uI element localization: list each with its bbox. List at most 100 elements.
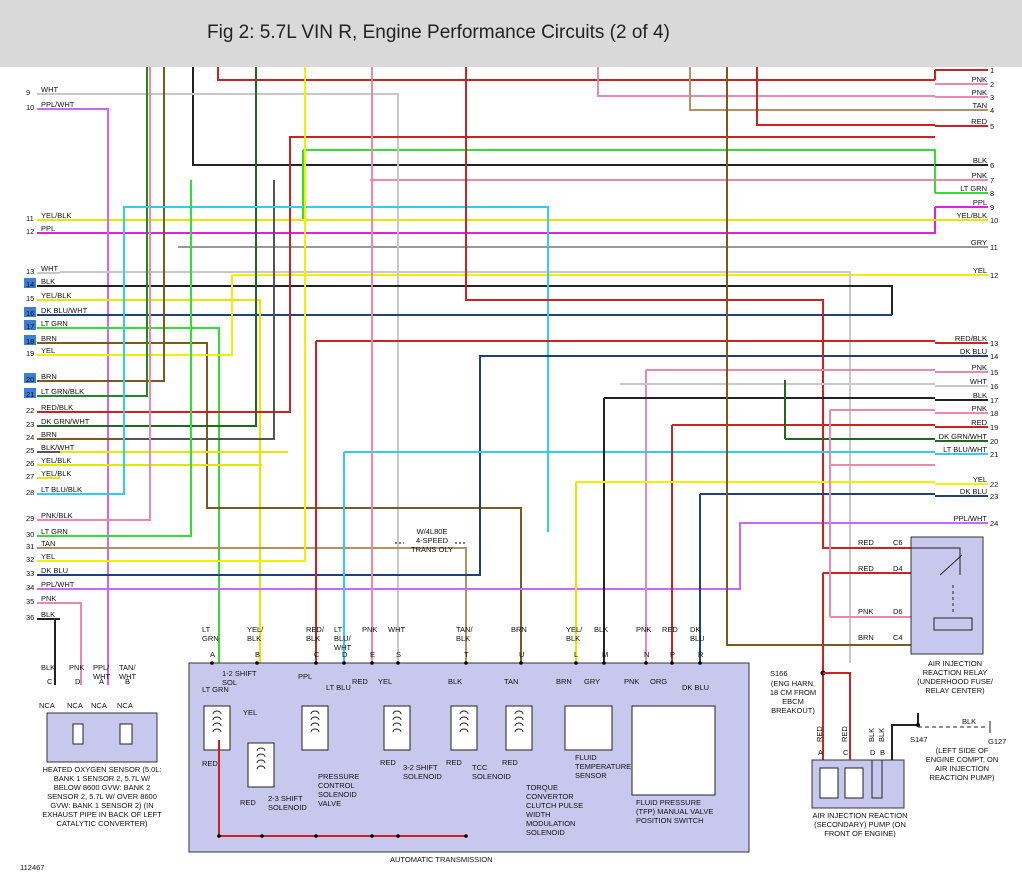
right-pin-number: 14	[990, 352, 998, 361]
trans-pin-dot	[602, 661, 606, 665]
left-pin-number: 15	[26, 294, 34, 303]
pin-highlight	[24, 307, 36, 317]
left-pin-number: 33	[26, 569, 34, 578]
pin-highlight	[24, 388, 36, 398]
relay-box	[910, 536, 984, 655]
left-pin-label: DK BLU	[41, 566, 68, 575]
tccpwm-coil-winding	[514, 716, 524, 721]
inner-red-label: RED	[202, 759, 218, 768]
right-pin-number: 16	[990, 382, 998, 391]
right-pin-label: DK GRN/WHT	[939, 432, 988, 441]
left-pin-number: 34	[26, 583, 34, 592]
right-pin-number: 17	[990, 396, 998, 405]
trans-pin-T: T	[464, 650, 469, 659]
inner-wire-label: YEL	[378, 677, 392, 686]
trans-pin-dot	[574, 661, 578, 665]
wire-l18	[60, 342, 522, 663]
left-pin-number: 10	[26, 103, 34, 112]
trans-wire-label: RED	[662, 625, 678, 634]
ground-splice-dot	[916, 723, 920, 727]
left-pin-label: YEL/BLK	[41, 456, 71, 465]
left-pin-number: 36	[26, 613, 34, 622]
left-pin-label: WHT	[41, 85, 58, 94]
pin-highlight	[24, 320, 36, 330]
wire-r4	[689, 67, 935, 111]
pump-pin-D: D	[870, 748, 876, 757]
shift23-coil-winding	[256, 765, 266, 770]
title-bar: Fig 2: 5.7L VIN R, Engine Performance Ci…	[0, 0, 1022, 67]
wire-l35	[60, 602, 82, 685]
bus-splice	[260, 834, 264, 838]
trans-wire-label: YEL/BLK	[247, 625, 264, 643]
left-pin-number: 28	[26, 488, 34, 497]
right-pin-number: 1	[990, 66, 994, 75]
left-pin-number: 24	[26, 433, 34, 442]
ground-splice-id: S147	[910, 735, 928, 744]
left-pin-number: 17	[26, 322, 34, 331]
bus-splice	[370, 834, 374, 838]
tcc-coil-winding	[459, 710, 469, 715]
wire-relay-c4	[726, 67, 911, 646]
right-pin-number: 19	[990, 423, 998, 432]
relay-pin-D4: D4	[893, 564, 903, 573]
figure-id: 112467	[20, 863, 44, 872]
trans-pin-dot	[255, 661, 259, 665]
pump-wire-label: RED	[815, 726, 824, 742]
right-pin-label: YEL	[973, 475, 987, 484]
trans-wire-label: WHT	[388, 625, 405, 634]
pcv-coil	[301, 705, 329, 751]
inner-wire-label: TAN	[504, 677, 518, 686]
relay-coil	[933, 617, 973, 631]
pin-highlight	[24, 278, 36, 288]
left-pin-label: TAN	[41, 539, 55, 548]
left-pin-number: 29	[26, 514, 34, 523]
trans-wire-label: YEL/BLK	[566, 625, 583, 643]
trans-pin-U: U	[519, 650, 524, 659]
right-pin-number: 2	[990, 80, 994, 89]
tccpwm-coil-winding	[514, 722, 524, 727]
o2-wire-label: TAN/WHT	[119, 663, 136, 681]
inner-wire-label: BRN	[556, 677, 572, 686]
pin-highlight	[24, 373, 36, 383]
pin-highlight	[24, 335, 36, 345]
trans-wire-label: TAN/BLK	[456, 625, 473, 643]
wire-l17	[60, 327, 220, 663]
left-pin-label: LT GRN/BLK	[41, 387, 84, 396]
trans-pin-B: B	[255, 650, 260, 659]
left-pin-label: YEL/BLK	[41, 469, 71, 478]
right-pin-number: 13	[990, 339, 998, 348]
left-pin-number: 25	[26, 446, 34, 455]
left-pin-label: YEL	[41, 552, 55, 561]
relay-pin-C6: C6	[893, 538, 903, 547]
left-pin-label: LT GRN	[41, 527, 68, 536]
inner-wire-label: BLK	[448, 677, 462, 686]
right-pin-number: 15	[990, 368, 998, 377]
bus-splice	[314, 834, 318, 838]
tcc-coil-winding	[459, 722, 469, 727]
left-pin-label: RED/BLK	[41, 403, 73, 412]
o2-sensor-element	[119, 723, 133, 745]
trans-pin-E: E	[370, 650, 375, 659]
right-pin-number: 24	[990, 519, 998, 528]
right-pin-label: PNK	[972, 75, 987, 84]
o2-nca-label: NCA	[91, 701, 107, 710]
right-pin-label: YEL/BLK	[957, 211, 987, 220]
wire-routes	[54, 67, 936, 760]
inner-wire-label: ORG	[650, 677, 667, 686]
left-pin-label: PPL/WHT	[41, 100, 75, 109]
inner-red-label: RED	[502, 758, 518, 767]
left-pin-label: BRN	[41, 372, 57, 381]
shift12-coil-winding	[212, 728, 222, 733]
pcv-coil-winding	[310, 716, 320, 721]
wire-r8	[303, 149, 936, 193]
trans-pin-C: C	[314, 650, 320, 659]
right-pin-number: 21	[990, 450, 998, 459]
left-pin-label: DK GRN/WHT	[41, 417, 90, 426]
right-pin-label: LT GRN	[960, 184, 987, 193]
